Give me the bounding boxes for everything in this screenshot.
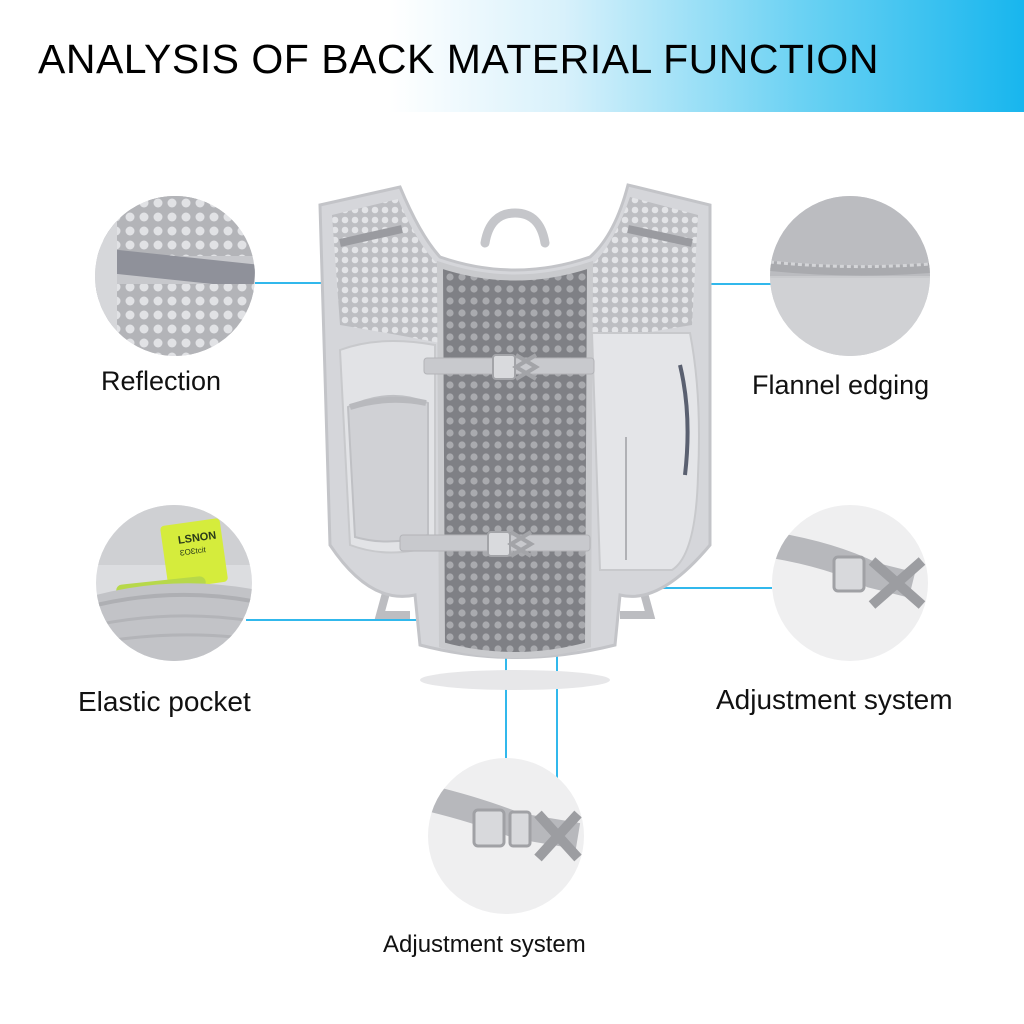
reflective-trim bbox=[678, 364, 690, 476]
svg-text:ƐOƐtcit: ƐOƐtcit bbox=[179, 545, 207, 558]
adjustment-right-detail-circle bbox=[772, 505, 928, 661]
adjustment-bottom-detail-circle bbox=[428, 758, 584, 914]
label-reflection: Reflection bbox=[101, 366, 222, 396]
page-title: ANALYSIS OF BACK MATERIAL FUNCTION bbox=[38, 36, 879, 82]
reflective-stripe-left bbox=[339, 225, 403, 247]
back-mesh-panel bbox=[436, 260, 594, 658]
right-shoulder-mesh bbox=[580, 197, 698, 345]
reflective-stripe-right bbox=[627, 225, 693, 247]
label-flannel-edging: Flannel edging bbox=[752, 370, 930, 400]
lower-buckle bbox=[507, 530, 535, 558]
vest-shadow bbox=[420, 670, 610, 690]
upper-buckle bbox=[512, 353, 540, 381]
right-pocket bbox=[590, 332, 700, 571]
title-banner: ANALYSIS OF BACK MATERIAL FUNCTION bbox=[0, 0, 1024, 112]
label-adjustment-right: Adjustment system bbox=[716, 684, 953, 715]
left-shoulder-mesh bbox=[332, 199, 450, 345]
svg-text:LSNON: LSNON bbox=[177, 530, 217, 547]
elastic-pocket-detail-circle: LSNON ƐOƐtcit bbox=[96, 505, 252, 661]
left-bottle-sleeve bbox=[346, 394, 429, 543]
top-handle bbox=[480, 208, 550, 248]
snack-pack bbox=[160, 518, 228, 590]
vest-back-view bbox=[318, 183, 712, 690]
flannel-detail-circle bbox=[770, 196, 930, 356]
label-adjustment-bottom: Adjustment system bbox=[383, 931, 586, 958]
label-elastic-pocket: Elastic pocket bbox=[78, 686, 251, 717]
reflection-detail-circle bbox=[95, 196, 255, 356]
